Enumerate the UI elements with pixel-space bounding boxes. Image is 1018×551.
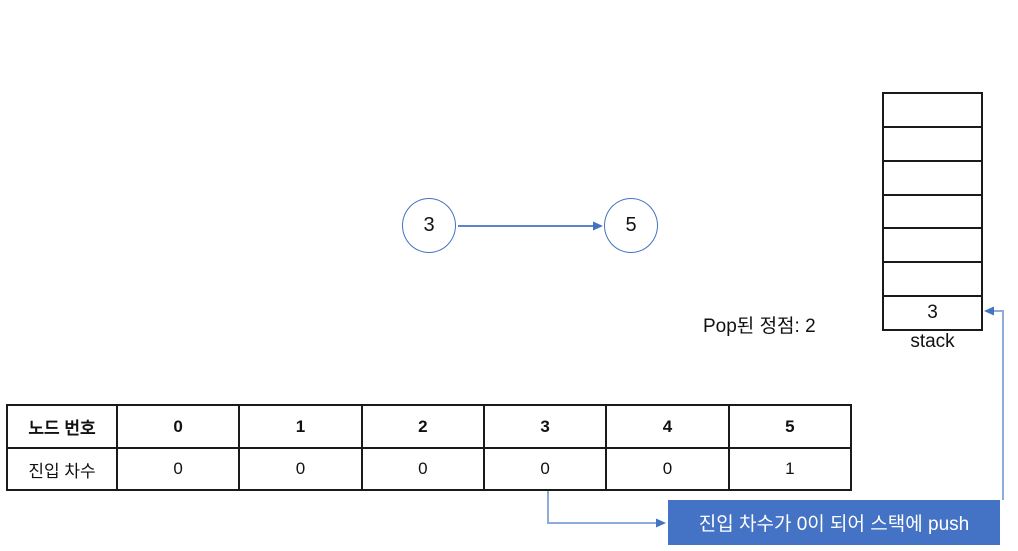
node-number-cell: 4 (605, 404, 730, 449)
stack-cell (884, 196, 981, 230)
stack-cell (884, 229, 981, 264)
in-degree-cell: 0 (482, 447, 608, 491)
in-degree-table: 노드 번호 0 1 2 3 4 5 진입 차수 0 0 0 0 0 1 (6, 404, 853, 491)
graph-node-3: 3 (402, 198, 456, 253)
node-number-cell: 3 (482, 404, 608, 449)
stack-cell-top-value: 3 (927, 302, 938, 324)
stack-cell (884, 94, 981, 128)
stack-caption: stack (910, 331, 955, 352)
graph-node-5-label: 5 (625, 214, 637, 236)
stack: 3 (882, 92, 983, 331)
in-degree-header: 진입 차수 (6, 447, 118, 491)
stack-cell (884, 263, 981, 298)
node-number-cell: 0 (115, 404, 241, 449)
stack-cell (884, 162, 981, 196)
table-row-in-degrees: 진입 차수 0 0 0 0 0 1 (6, 447, 853, 491)
table-row-node-numbers: 노드 번호 0 1 2 3 4 5 (6, 404, 853, 449)
stack-cell (884, 128, 981, 162)
graph-node-3-label: 3 (423, 214, 435, 236)
in-degree-cell: 0 (115, 447, 241, 491)
node-number-header: 노드 번호 (6, 404, 118, 449)
graph-node-5: 5 (604, 198, 658, 253)
edge-3-to-5-arrow (458, 221, 603, 231)
node-number-cell: 5 (727, 404, 853, 449)
in-degree-cell: 0 (605, 447, 730, 491)
popped-vertex-text: Pop된 정점: 2 (703, 316, 816, 337)
node-number-cell: 2 (360, 404, 485, 449)
callout-to-stack-arrow (984, 306, 1004, 500)
node-number-cell: 1 (238, 404, 363, 449)
in-degree-cell: 0 (360, 447, 485, 491)
push-callout: 진입 차수가 0이 되어 스택에 push (668, 500, 1000, 545)
in-degree-cell: 1 (727, 447, 853, 491)
in-degree-cell: 0 (238, 447, 363, 491)
table-to-callout-arrow (547, 490, 666, 528)
